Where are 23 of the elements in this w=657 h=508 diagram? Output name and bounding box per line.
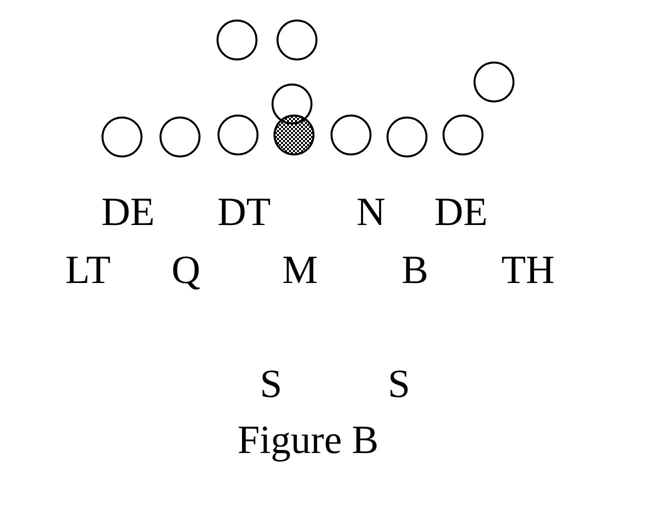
position-label: TH bbox=[501, 248, 555, 292]
position-label: S bbox=[260, 362, 282, 406]
position-label: DT bbox=[217, 190, 271, 234]
position-label: S bbox=[388, 362, 410, 406]
player-circle bbox=[159, 116, 201, 158]
position-label: LT bbox=[65, 248, 111, 292]
player-circle bbox=[276, 19, 318, 61]
position-label: DE bbox=[434, 190, 488, 234]
player-circle bbox=[442, 114, 484, 156]
player-circle bbox=[473, 61, 515, 103]
position-label: Q bbox=[172, 248, 200, 292]
player-circle bbox=[217, 114, 259, 156]
position-label: M bbox=[282, 248, 318, 292]
position-label: DE bbox=[101, 190, 155, 234]
position-label: B bbox=[402, 248, 428, 292]
player-circle bbox=[330, 114, 372, 156]
player-circle bbox=[216, 19, 258, 61]
ball-marker bbox=[273, 114, 315, 156]
position-label: N bbox=[356, 190, 386, 234]
player-circle bbox=[386, 116, 428, 158]
player-circle bbox=[271, 83, 313, 125]
figure-caption: Figure B bbox=[237, 418, 379, 462]
player-circle bbox=[101, 116, 143, 158]
